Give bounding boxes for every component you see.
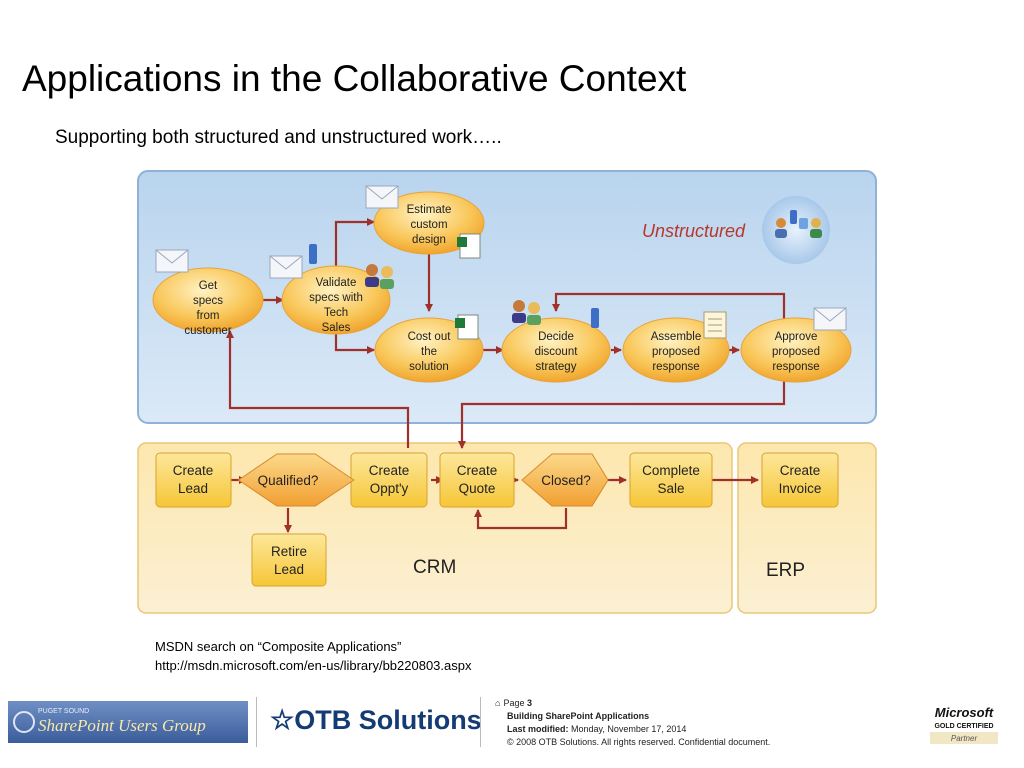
- email-icon: [155, 249, 189, 273]
- collaborative-context-diagram: Unstructured Get specs from customer Val…: [137, 170, 877, 614]
- svg-text:design: design: [412, 234, 446, 246]
- box-create-quote: Create Quote: [439, 452, 515, 508]
- node-get-specs: Get specs from customer: [152, 267, 264, 337]
- spreadsheet-icon: [455, 314, 479, 340]
- document-icon: [703, 311, 727, 339]
- home-icon[interactable]: ⌂: [495, 698, 501, 708]
- svg-text:Decide: Decide: [538, 331, 574, 343]
- svg-text:Invoice: Invoice: [779, 481, 822, 496]
- star-icon: ☆: [270, 705, 295, 735]
- svg-text:Create: Create: [457, 463, 498, 478]
- pda-icon: [799, 218, 808, 229]
- svg-text:response: response: [652, 361, 699, 373]
- svg-text:discount: discount: [535, 346, 579, 358]
- reference-link[interactable]: http://msdn.microsoft.com/en-us/library/…: [155, 658, 472, 673]
- email-icon: [813, 307, 847, 331]
- box-create-invoice: Create Invoice: [761, 452, 839, 508]
- svg-text:proposed: proposed: [652, 346, 700, 358]
- box-complete-sale: Complete Sale: [629, 452, 713, 508]
- reference-text: MSDN search on “Composite Applications” …: [155, 637, 471, 675]
- svg-text:Sales: Sales: [322, 322, 351, 334]
- slide-subtitle: Supporting both structured and unstructu…: [55, 127, 502, 148]
- otb-solutions-logo: ☆OTB Solutions: [270, 705, 482, 735]
- svg-text:Create: Create: [780, 463, 821, 478]
- people-icon: [365, 264, 394, 289]
- node-approve-response: Approve proposed response: [740, 317, 852, 383]
- slide-title: Applications in the Collaborative Contex…: [22, 58, 687, 99]
- box-create-oppty: Create Oppt'y: [350, 452, 428, 508]
- people-icon: [512, 300, 541, 325]
- phone-icon: [790, 210, 797, 224]
- phone-icon: [591, 308, 599, 328]
- svg-text:specs with: specs with: [309, 292, 363, 304]
- people-globe-icon: [762, 196, 830, 264]
- reference-line-1: MSDN search on “Composite Applications”: [155, 639, 402, 654]
- unstructured-label: Unstructured: [642, 221, 746, 241]
- svg-text:SharePoint Users Group: SharePoint Users Group: [38, 716, 206, 735]
- svg-text:solution: solution: [409, 361, 449, 373]
- microsoft-gold-certified-logo: Microsoft GOLD CERTIFIED Partner: [930, 705, 998, 744]
- box-create-lead: Create Lead: [155, 452, 232, 508]
- svg-text:Qualified?: Qualified?: [258, 473, 319, 488]
- svg-text:Partner: Partner: [951, 734, 978, 743]
- decision-qualified: Qualified?: [237, 453, 355, 507]
- svg-text:the: the: [421, 346, 437, 358]
- svg-text:Oppt'y: Oppt'y: [370, 481, 409, 496]
- erp-label: ERP: [766, 560, 805, 581]
- svg-text:Closed?: Closed?: [541, 473, 591, 488]
- svg-text:Create: Create: [173, 463, 214, 478]
- svg-text:custom: custom: [410, 219, 447, 231]
- svg-text:Validate: Validate: [316, 277, 357, 289]
- svg-text:response: response: [772, 361, 819, 373]
- svg-text:Quote: Quote: [459, 481, 496, 496]
- email-icon: [269, 255, 303, 279]
- svg-text:Microsoft: Microsoft: [935, 705, 994, 720]
- copyright: © 2008 OTB Solutions. All rights reserve…: [507, 737, 771, 747]
- node-decide-discount: Decide discount strategy: [501, 317, 611, 383]
- svg-text:Lead: Lead: [178, 481, 208, 496]
- node-validate-specs: Validate specs with Tech Sales: [281, 265, 391, 335]
- node-estimate-design: Estimate custom design: [373, 191, 485, 255]
- last-modified: Monday, November 17, 2014: [571, 724, 687, 734]
- svg-text:Cost out: Cost out: [408, 331, 452, 343]
- svg-text:GOLD CERTIFIED: GOLD CERTIFIED: [934, 723, 993, 730]
- crm-label: CRM: [413, 557, 456, 578]
- page-number: 3: [526, 698, 532, 708]
- node-cost-out: Cost out the solution: [374, 317, 484, 383]
- box-retire-lead: Retire Lead: [251, 533, 327, 587]
- person-icon: [776, 218, 786, 228]
- svg-text:Complete: Complete: [642, 463, 700, 478]
- svg-text:from: from: [197, 310, 220, 322]
- decision-closed: Closed?: [521, 453, 609, 507]
- spreadsheet-icon: [457, 233, 481, 259]
- svg-text:PUGET SOUND: PUGET SOUND: [38, 708, 89, 715]
- svg-text:strategy: strategy: [536, 361, 577, 373]
- doc-title: Building SharePoint Applications: [507, 711, 650, 721]
- person-icon: [811, 218, 821, 228]
- svg-text:Get: Get: [199, 280, 218, 292]
- phone-icon: [309, 244, 317, 264]
- footer-info: ⌂Page 3 Building SharePoint Applications…: [495, 698, 771, 747]
- puget-sound-sharepoint-logo: PUGET SOUND SharePoint Users Group: [8, 701, 248, 743]
- svg-text:proposed: proposed: [772, 346, 820, 358]
- svg-text:Tech: Tech: [324, 307, 348, 319]
- svg-text:Sale: Sale: [657, 481, 684, 496]
- svg-text:customer: customer: [184, 325, 231, 337]
- node-assemble-response: Assemble proposed response: [622, 317, 730, 383]
- email-icon: [365, 185, 399, 209]
- svg-text:Assemble: Assemble: [651, 331, 702, 343]
- svg-text:Retire: Retire: [271, 544, 307, 559]
- svg-text:Lead: Lead: [274, 562, 304, 577]
- svg-text:Create: Create: [369, 463, 410, 478]
- svg-text:Estimate: Estimate: [407, 204, 452, 216]
- svg-text:specs: specs: [193, 295, 223, 307]
- svg-text:Approve: Approve: [775, 331, 818, 343]
